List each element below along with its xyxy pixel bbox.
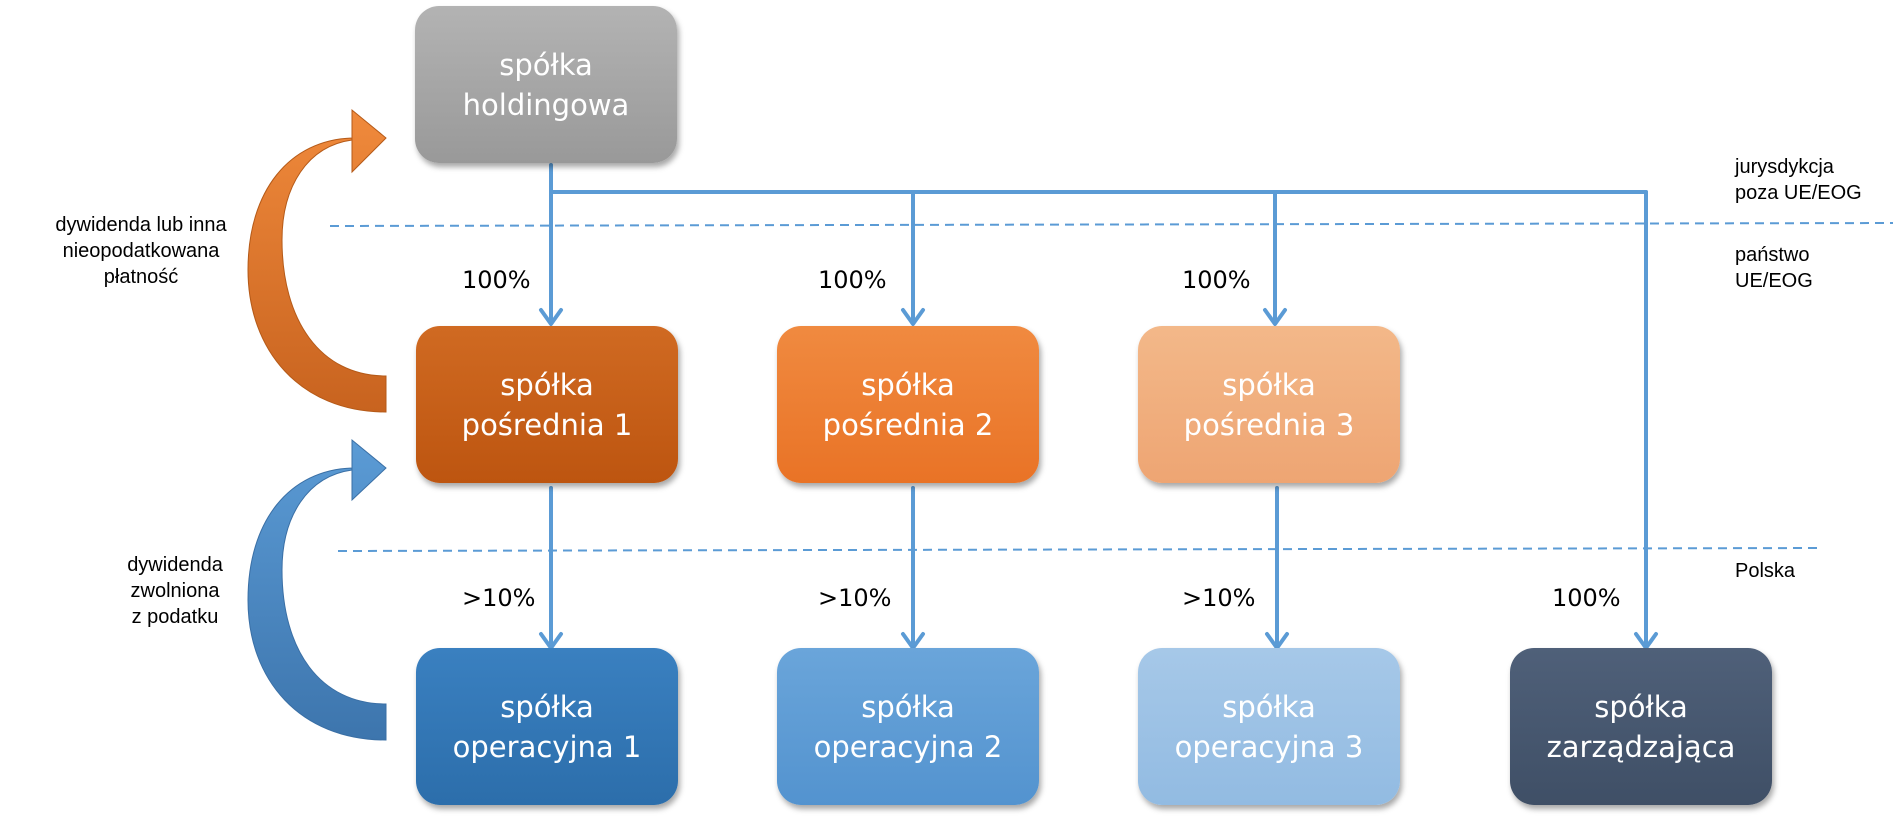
- arrowhead-posrednia-1: [539, 308, 563, 326]
- box-spolka-posrednia-3: spółka pośrednia 3: [1138, 326, 1400, 483]
- zone-eu-state-line1: państwo: [1735, 244, 1810, 266]
- pct-zarzadzajaca: 100%: [1552, 584, 1621, 612]
- box-operacyjna3-line2: operacyjna 3: [1174, 729, 1364, 764]
- box-posrednia1-line2: pośrednia 1: [461, 407, 633, 442]
- label-dividend-exempt-line3: z podatku: [131, 606, 219, 628]
- label-dividend-exempt-line1: dywidenda: [127, 554, 223, 576]
- pct-posrednia-2: 100%: [818, 266, 887, 294]
- dividend-arrow-blue: [247, 438, 387, 741]
- label-dividend-exempt-line2: zwolniona: [130, 580, 220, 602]
- zone-label-outside-eu: jurysdykcja poza UE/EOG: [1735, 154, 1862, 206]
- box-spolka-posrednia-1: spółka pośrednia 1: [416, 326, 678, 483]
- pct-operacyjna-3: >10%: [1182, 584, 1256, 612]
- box-spolka-holdingowa: spółka holdingowa: [415, 6, 677, 163]
- separator-outside-eu: [329, 222, 1893, 227]
- box-posrednia2-line2: pośrednia 2: [822, 407, 994, 442]
- box-posrednia3-line1: spółka: [1222, 367, 1316, 402]
- separator-poland: [337, 547, 1824, 552]
- zone-label-eu-state: państwo UE/EOG: [1735, 242, 1813, 294]
- pct-posrednia-3: 100%: [1182, 266, 1251, 294]
- box-operacyjna3-line1: spółka: [1222, 689, 1316, 724]
- pct-operacyjna-1: >10%: [462, 584, 536, 612]
- label-dividend-other-line3: płatność: [103, 266, 179, 288]
- zone-eu-state-line2: UE/EOG: [1735, 270, 1813, 292]
- zone-outside-eu-line1: jurysdykcja: [1735, 156, 1834, 178]
- label-dividend-other-payment: dywidenda lub inna nieopodatkowana płatn…: [36, 212, 246, 290]
- box-operacyjna1-line1: spółka: [500, 689, 594, 724]
- box-posrednia1-line1: spółka: [500, 367, 594, 402]
- pct-posrednia-1: 100%: [462, 266, 531, 294]
- box-posrednia2-line1: spółka: [861, 367, 955, 402]
- box-posrednia3-line2: pośrednia 3: [1183, 407, 1355, 442]
- arrowhead-posrednia-3: [1263, 308, 1287, 326]
- box-holding-line1: spółka: [499, 47, 593, 82]
- dividend-arrow-orange: [247, 108, 387, 413]
- box-spolka-operacyjna-3: spółka operacyjna 3: [1138, 648, 1400, 805]
- zone-label-poland: Polska: [1735, 560, 1796, 582]
- box-zarzadzajaca-line2: zarządzająca: [1546, 729, 1736, 764]
- box-holding-line2: holdingowa: [462, 87, 630, 122]
- label-dividend-other-line2: nieopodatkowana: [62, 240, 220, 262]
- arrowhead-posrednia-2: [901, 308, 925, 326]
- box-zarzadzajaca-line1: spółka: [1594, 689, 1688, 724]
- box-spolka-posrednia-2: spółka pośrednia 2: [777, 326, 1039, 483]
- label-dividend-exempt: dywidenda zwolniona z podatku: [110, 552, 240, 630]
- box-spolka-operacyjna-2: spółka operacyjna 2: [777, 648, 1039, 805]
- label-dividend-other-line1: dywidenda lub inna: [55, 214, 227, 236]
- pct-operacyjna-2: >10%: [818, 584, 892, 612]
- box-operacyjna2-line2: operacyjna 2: [813, 729, 1003, 764]
- box-spolka-operacyjna-1: spółka operacyjna 1: [416, 648, 678, 805]
- box-operacyjna1-line2: operacyjna 1: [452, 729, 642, 764]
- box-operacyjna2-line1: spółka: [861, 689, 955, 724]
- box-spolka-zarzadzajaca: spółka zarządzająca: [1510, 648, 1772, 805]
- zone-outside-eu-line2: poza UE/EOG: [1735, 182, 1862, 204]
